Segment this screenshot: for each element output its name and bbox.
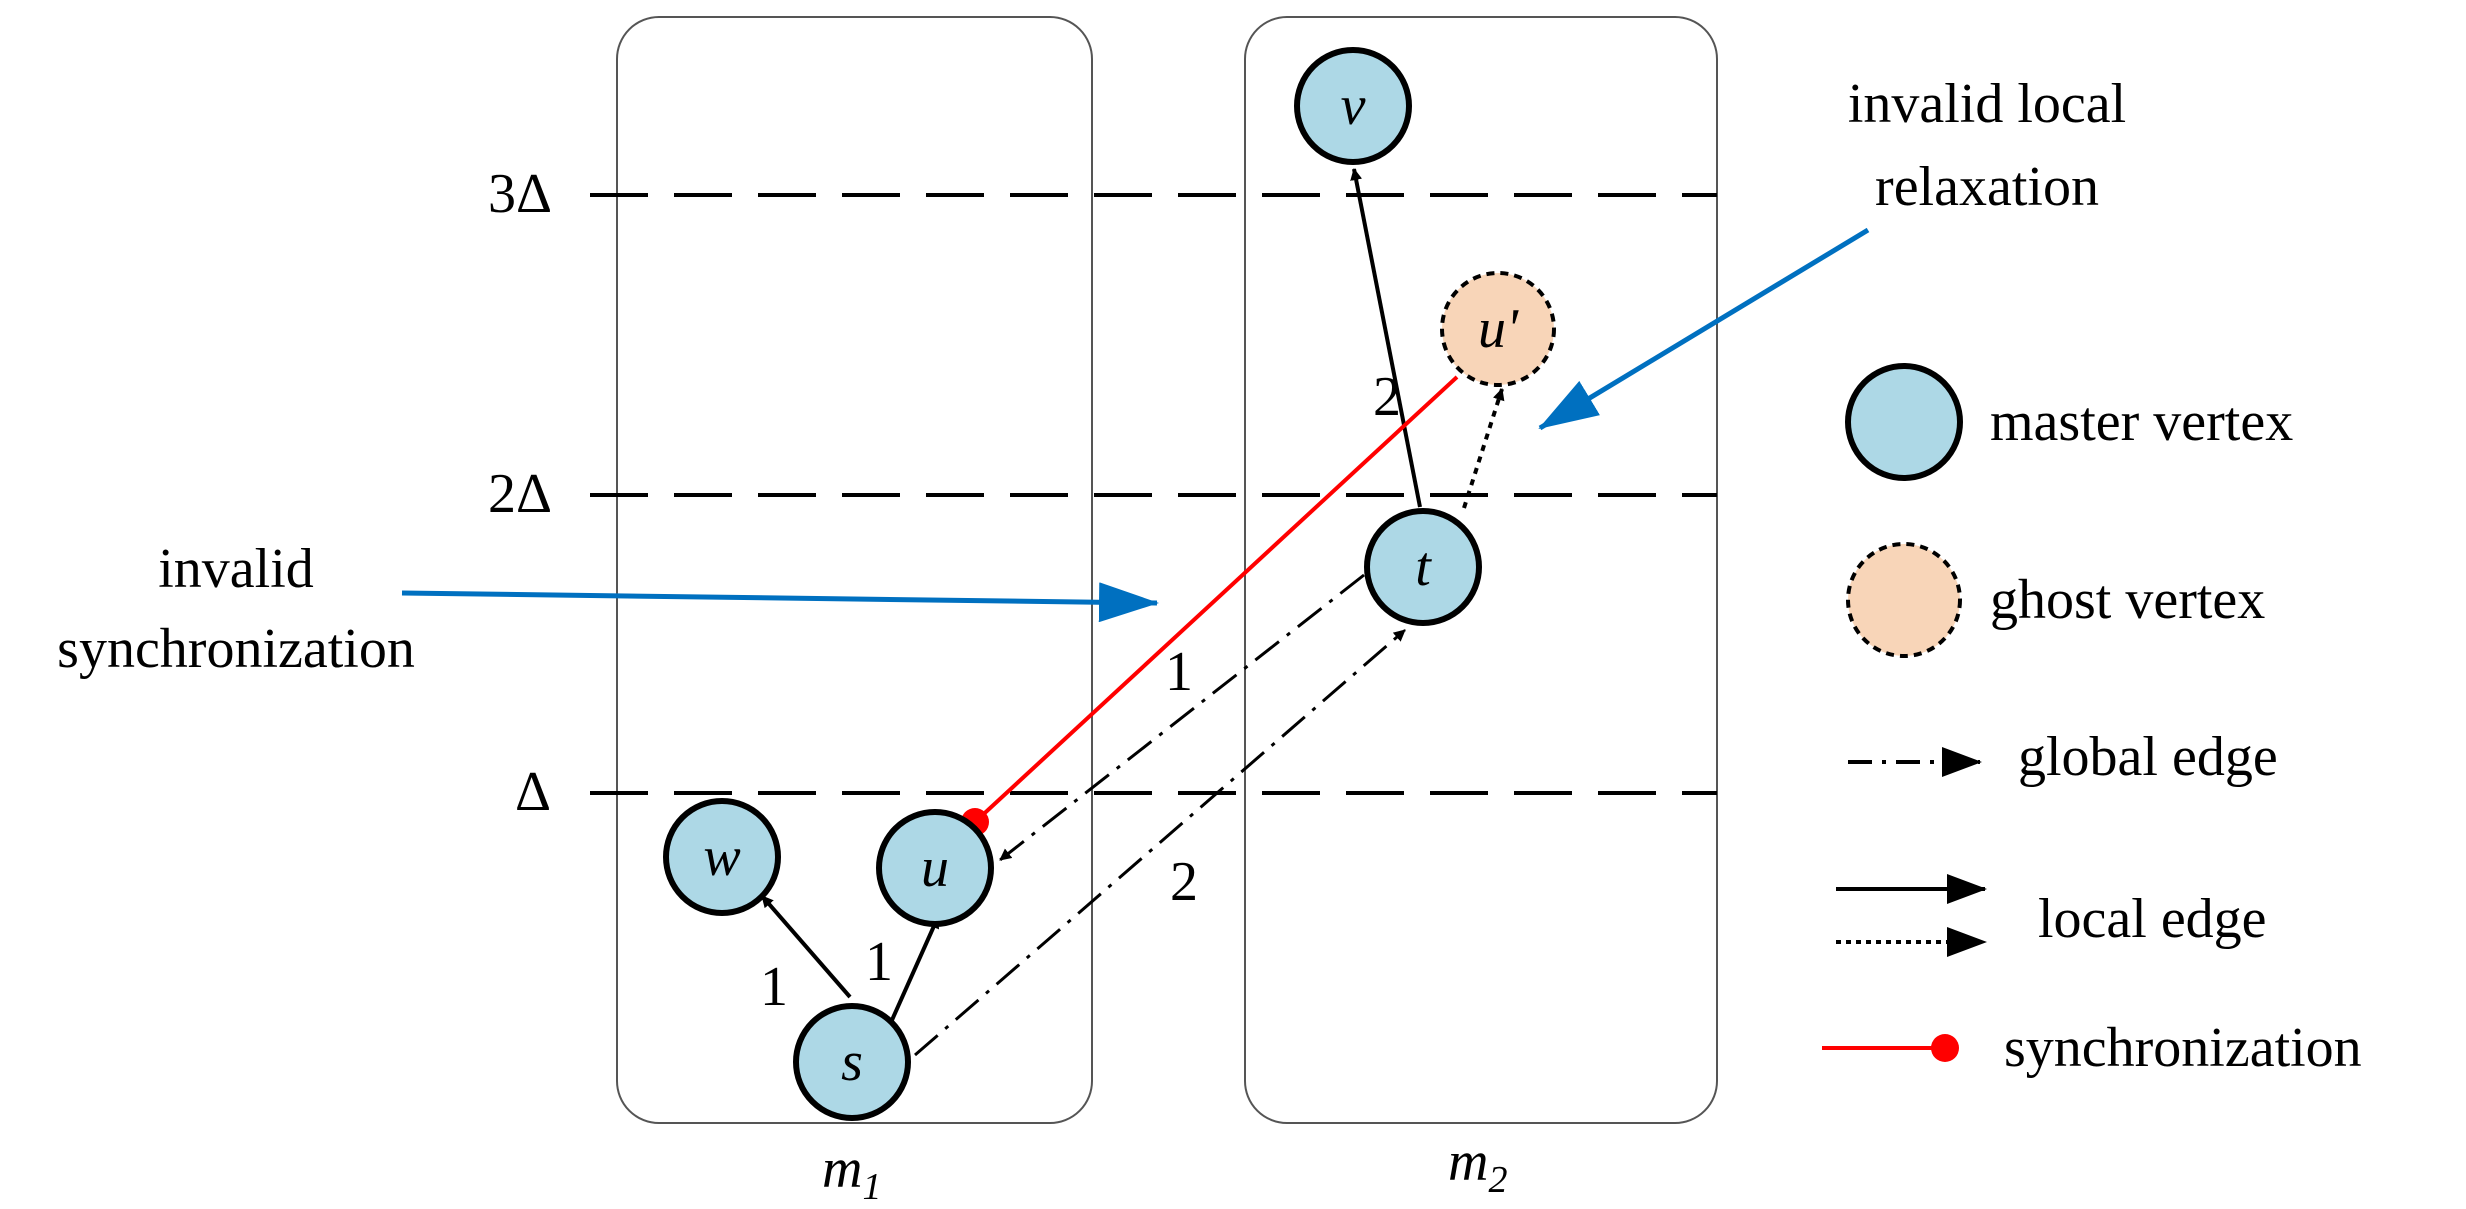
vertex-label-v: v [1341,75,1366,137]
weight-s-u: 1 [865,931,893,993]
machine-label-m2: m2 [1448,1131,1507,1201]
weight-s-w: 1 [760,956,788,1018]
annotation-arrow-invalid-local [1538,227,1870,431]
legend-sync-dot [1931,1034,1959,1062]
machine-label-m1: m1 [822,1138,881,1208]
edge-t-u [999,573,1365,862]
level-label-3delta: 3Δ [488,163,552,225]
legend: master vertex ghost vertex global edge l… [1822,363,2362,1079]
edge-t-ughost [1462,388,1505,509]
machine-box-m1 [616,16,1093,1124]
annotation-invalid-sync-line2: synchronization [57,618,415,680]
level-label-delta: Δ [515,761,551,823]
weight-t-u: 1 [1165,641,1193,703]
vertex-label-s: s [841,1031,863,1093]
legend-sync-label: synchronization [2004,1017,2362,1079]
vertex-w: w [663,798,781,916]
legend-ghost-label: ghost vertex [1990,569,2265,631]
vertex-label-ughost: u' [1478,298,1519,360]
vertex-u: u [876,809,994,927]
edge-s-u [890,916,940,1021]
annotation-arrow-invalid-sync [401,582,1159,623]
weight-s-t: 2 [1170,851,1198,913]
legend-local-label: local edge [2038,888,2267,950]
level-label-2delta: 2Δ [488,463,552,525]
edge-s-w [760,894,852,999]
edge-s-t [914,628,1406,1057]
weight-t-v: 2 [1373,366,1401,428]
annotation-invalid-local-line2: relaxation [1875,156,2099,218]
annotation-invalid-sync-line1: invalid [158,538,314,600]
legend-master-label: master vertex [1990,391,2293,453]
vertex-label-u: u [921,837,949,899]
vertex-ughost: u' [1440,271,1556,387]
legend-master-swatch [1845,363,1963,481]
vertex-v: v [1294,47,1412,165]
legend-ghost-swatch [1846,542,1962,658]
vertex-label-t: t [1415,536,1432,598]
edge-t-v [1350,168,1422,508]
vertex-label-w: w [703,826,740,888]
legend-global-label: global edge [2018,726,2278,788]
vertex-t: t [1364,508,1482,626]
machine-box-m2 [1244,16,1718,1124]
vertex-s: s [793,1003,911,1121]
annotation-invalid-local-line1: invalid local [1848,73,2126,135]
sync-line [973,375,1459,824]
